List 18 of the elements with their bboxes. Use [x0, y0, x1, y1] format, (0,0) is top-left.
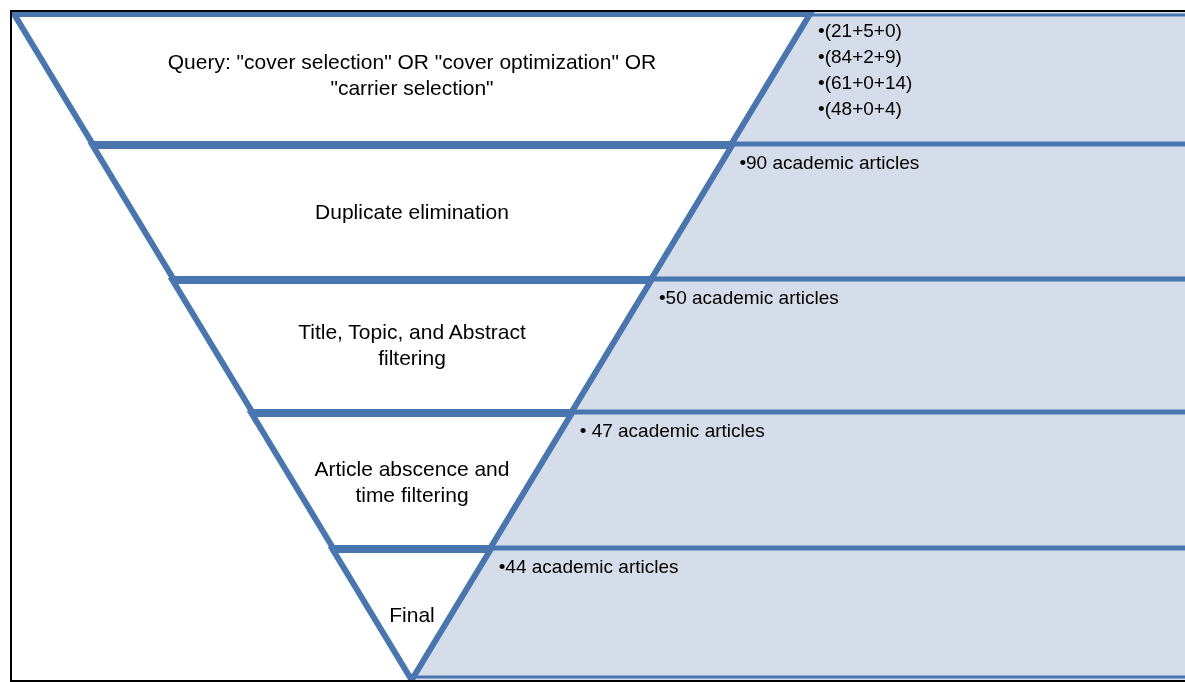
- stage-label: Article abscence and time filtering: [313, 456, 511, 508]
- article-count: •(48+0+4): [818, 97, 902, 121]
- stage-label: Duplicate elimination: [314, 199, 510, 225]
- article-count: •(61+0+14): [818, 71, 913, 95]
- funnel-stage: [248, 412, 576, 548]
- funnel-stage: [12, 12, 814, 144]
- stage-label: Final: [388, 602, 436, 628]
- article-count: •50 academic articles: [658, 286, 839, 310]
- funnel-stage: [169, 279, 655, 412]
- article-count: • 47 academic articles: [579, 419, 765, 443]
- stage-label: Title, Topic, and Abstract filtering: [297, 319, 527, 371]
- stage-label: Query: "cover selection" OR "cover optimization" OR "carrier selection": [166, 49, 658, 101]
- funnel-tip: [329, 548, 495, 680]
- article-count: •(21+5+0): [818, 19, 902, 43]
- article-count: •44 academic articles: [498, 555, 679, 579]
- funnel-stage: [88, 144, 736, 279]
- article-count: •90 academic articles: [739, 151, 920, 175]
- article-count: •(84+2+9): [818, 45, 902, 69]
